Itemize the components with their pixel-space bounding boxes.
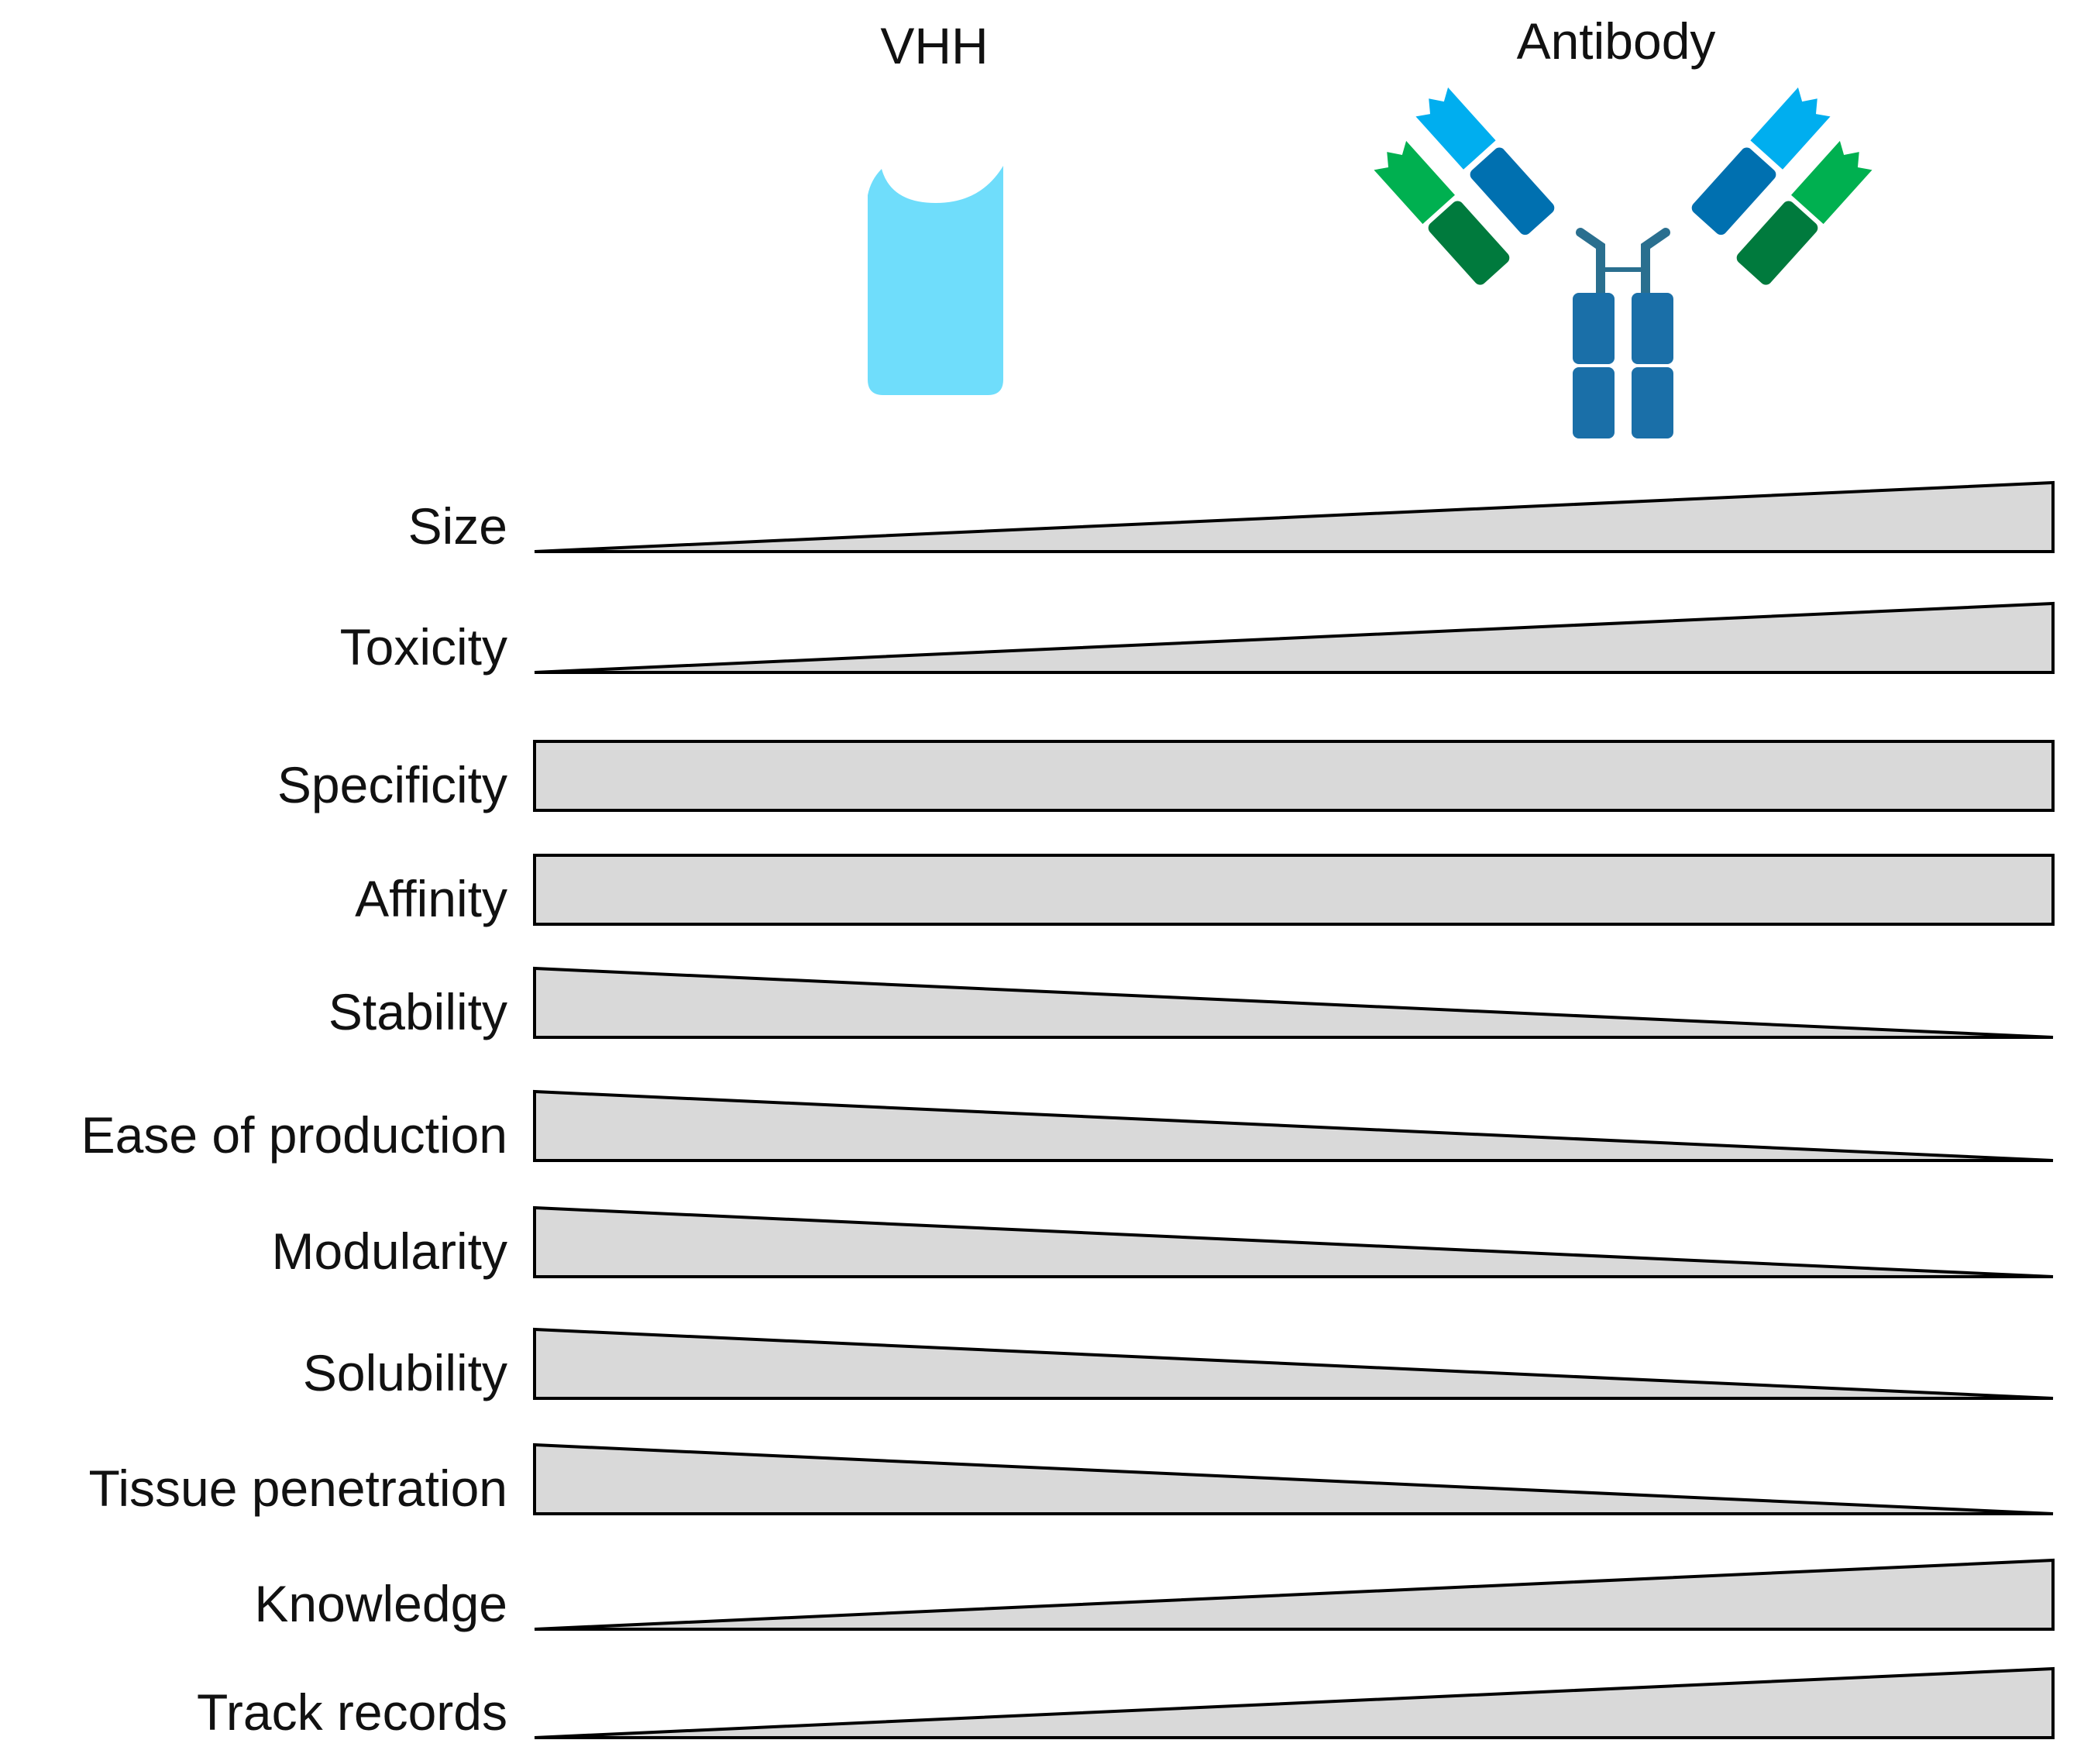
- trend-wedge-stability: [533, 966, 2054, 1039]
- trend-wedge-track-records: [534, 1666, 2055, 1739]
- vhh-domain-icon: [868, 166, 1003, 395]
- trend-wedge-size: [534, 480, 2055, 553]
- property-label-toxicity: Toxicity: [340, 618, 507, 676]
- trend-wedge-affinity: [533, 854, 2055, 926]
- property-label-knowledge: Knowledge: [254, 1575, 507, 1632]
- property-label-ease-of-production: Ease of production: [81, 1106, 507, 1164]
- trend-wedge-tissue-penetration: [533, 1442, 2054, 1515]
- property-label-affinity: Affinity: [355, 870, 507, 927]
- antibody-column-label: Antibody: [1517, 12, 1716, 70]
- trend-wedge-toxicity: [534, 601, 2055, 674]
- property-label-modularity: Modularity: [272, 1222, 507, 1280]
- property-label-tissue-penetration: Tissue penetration: [88, 1460, 507, 1517]
- property-label-stability: Stability: [328, 983, 507, 1040]
- trend-wedge-modularity: [533, 1205, 2054, 1278]
- trend-wedge-ease-of-production: [533, 1089, 2054, 1162]
- property-label-track-records: Track records: [197, 1683, 507, 1741]
- property-label-size: Size: [408, 497, 507, 555]
- antibody-icon: [1374, 87, 1873, 438]
- trend-wedge-knowledge: [534, 1558, 2055, 1631]
- vhh-column-label: VHH: [880, 17, 988, 74]
- trend-wedge-specificity: [533, 740, 2055, 812]
- property-label-specificity: Specificity: [277, 756, 507, 813]
- trend-wedge-solubility: [533, 1327, 2054, 1400]
- property-rows: SizeToxicitySpecificityAffinityStability…: [81, 480, 2055, 1741]
- property-label-solubility: Solubility: [303, 1344, 507, 1401]
